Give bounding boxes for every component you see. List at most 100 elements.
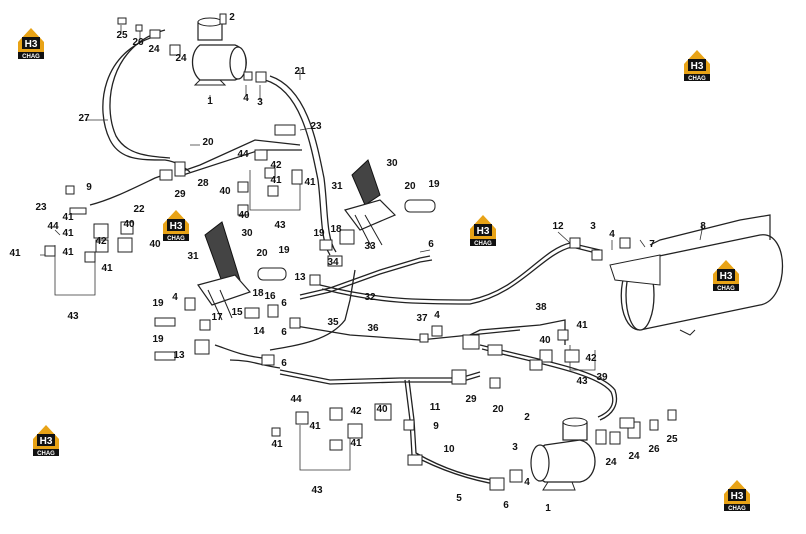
logo-mark: H3 [691, 61, 704, 72]
callout-40: 40 [123, 219, 135, 230]
callout-41: 41 [62, 228, 74, 239]
logo-sub: CHAG [688, 76, 706, 82]
callout-21: 21 [294, 66, 306, 77]
bracket-lines [40, 25, 704, 471]
callout-42: 42 [95, 236, 107, 247]
callout-5: 5 [456, 493, 462, 504]
callout-4: 4 [434, 310, 440, 321]
callout-26: 26 [648, 444, 660, 455]
callout-27: 27 [78, 113, 90, 124]
callout-41: 41 [62, 212, 74, 223]
callout-33: 33 [364, 241, 376, 252]
callout-3: 3 [512, 442, 518, 453]
logo-mark: H3 [731, 491, 744, 502]
line-32 [299, 255, 431, 296]
logo-mark: H3 [170, 221, 183, 232]
callout-41: 41 [270, 175, 282, 186]
line-10 [404, 379, 501, 486]
callout-14: 14 [253, 326, 265, 337]
callout-2: 2 [524, 412, 530, 423]
callout-19: 19 [152, 298, 164, 309]
callout-43: 43 [274, 220, 286, 231]
callout-1: 1 [545, 503, 551, 514]
callout-22: 22 [133, 204, 145, 215]
line-28 [179, 139, 301, 173]
logo-sub: CHAG [37, 451, 55, 457]
callout-30: 30 [241, 228, 253, 239]
callout-43: 43 [576, 376, 588, 387]
brake-pedal-lower [197, 221, 287, 321]
callout-40: 40 [539, 335, 551, 346]
fittings [44, 13, 677, 491]
callout-25: 25 [116, 30, 128, 41]
callout-40: 40 [149, 239, 161, 250]
logo-mark: H3 [40, 436, 53, 447]
callout-2: 2 [229, 12, 235, 23]
callout-25: 25 [666, 434, 678, 445]
callout-6: 6 [503, 500, 509, 511]
callout-41: 41 [62, 247, 74, 258]
callout-31: 31 [331, 181, 343, 192]
pipe-lines [89, 29, 618, 486]
callout-24: 24 [175, 53, 187, 64]
brake-pedal-upper [343, 159, 436, 249]
callout-23: 23 [310, 121, 322, 132]
line-11 [279, 369, 481, 381]
callout-29: 29 [174, 189, 186, 200]
logo-mark: H3 [477, 226, 490, 237]
callout-12: 12 [552, 221, 564, 232]
hose-12 [319, 242, 601, 301]
callout-17: 17 [211, 312, 223, 323]
callout-41: 41 [304, 177, 316, 188]
callout-41: 41 [9, 248, 21, 259]
hose-21 [264, 79, 331, 256]
logo-sub: CHAG [167, 236, 185, 242]
callout-24: 24 [148, 44, 160, 55]
callout-40: 40 [219, 186, 231, 197]
callout-35: 35 [327, 317, 339, 328]
callout-20: 20 [202, 137, 214, 148]
callout-20: 20 [492, 404, 504, 415]
callout-26: 26 [132, 37, 144, 48]
brake-chamber-top [191, 17, 247, 86]
callout-19: 19 [278, 245, 290, 256]
callout-40: 40 [376, 404, 388, 415]
callout-41: 41 [350, 438, 362, 449]
callout-6: 6 [281, 327, 287, 338]
callout-6: 6 [428, 239, 434, 250]
callout-9: 9 [86, 182, 92, 193]
logo-mark: H3 [720, 271, 733, 282]
callout-6: 6 [281, 358, 287, 369]
callout-7: 7 [649, 239, 655, 250]
callout-40: 40 [238, 210, 250, 221]
line-36 [289, 324, 521, 341]
callout-24: 24 [628, 451, 640, 462]
hose-21-b [269, 75, 337, 253]
hose-39 [479, 344, 618, 421]
hose-27-b [109, 29, 171, 159]
callout-3: 3 [590, 221, 596, 232]
callout-13: 13 [173, 350, 185, 361]
callout-44: 44 [47, 221, 59, 232]
callout-42: 42 [270, 160, 282, 171]
callout-1: 1 [207, 96, 213, 107]
callout-8: 8 [700, 221, 706, 232]
callout-20: 20 [404, 181, 416, 192]
callout-42: 42 [350, 406, 362, 417]
callout-30: 30 [386, 158, 398, 169]
callout-4: 4 [524, 477, 530, 488]
callout-42: 42 [585, 353, 597, 364]
callout-3: 3 [257, 97, 263, 108]
callout-6: 6 [281, 298, 287, 309]
callout-39: 39 [596, 372, 608, 383]
callout-44: 44 [237, 149, 249, 160]
logo-sub: CHAG [474, 241, 492, 247]
callout-29: 29 [465, 394, 477, 405]
line-38 [469, 319, 566, 345]
